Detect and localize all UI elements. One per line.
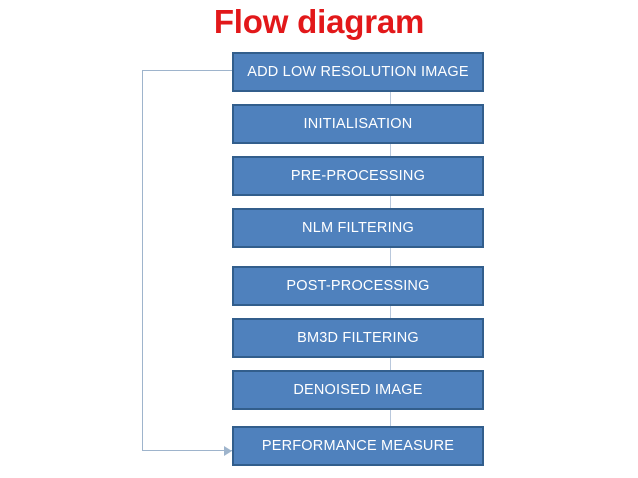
flow-node-label: PERFORMANCE MEASURE <box>261 438 455 454</box>
connector-add-low-resolution-image-to-initialisation <box>390 92 391 104</box>
flow-node-label: ADD LOW RESOLUTION IMAGE <box>247 64 469 80</box>
page-title: Flow diagram <box>213 3 425 40</box>
flow-node-label: BM3D FILTERING <box>297 330 419 346</box>
connector-bm3d-filtering-to-denoised-image <box>390 358 391 370</box>
flow-node-add-low-resolution-image[interactable]: ADD LOW RESOLUTION IMAGE <box>232 52 484 92</box>
feedback-loop-arrowhead <box>224 446 232 456</box>
flow-node-initialisation[interactable]: INITIALISATION <box>232 104 484 144</box>
flow-node-label: POST-PROCESSING <box>286 278 430 294</box>
flow-node-pre-processing[interactable]: PRE-PROCESSING <box>232 156 484 196</box>
feedback-loop-shaft <box>143 450 225 451</box>
flow-node-label: DENOISED IMAGE <box>293 382 423 398</box>
connector-post-processing-to-bm3d-filtering <box>390 306 391 318</box>
flow-node-label: NLM FILTERING <box>302 220 414 236</box>
connector-initialisation-to-pre-processing <box>390 144 391 156</box>
connector-pre-processing-to-nlm-filtering <box>390 196 391 208</box>
flow-node-label: PRE-PROCESSING <box>290 168 426 184</box>
flow-node-post-processing[interactable]: POST-PROCESSING <box>232 266 484 306</box>
connector-nlm-filtering-to-post-processing <box>390 248 391 266</box>
connector-denoised-image-to-performance-measure <box>390 410 391 426</box>
flow-node-label: INITIALISATION <box>303 116 413 132</box>
flow-node-nlm-filtering[interactable]: NLM FILTERING <box>232 208 484 248</box>
flow-node-performance-measure[interactable]: PERFORMANCE MEASURE <box>232 426 484 466</box>
feedback-loop-path <box>142 70 233 451</box>
flow-node-bm3d-filtering[interactable]: BM3D FILTERING <box>232 318 484 358</box>
flow-node-denoised-image[interactable]: DENOISED IMAGE <box>232 370 484 410</box>
